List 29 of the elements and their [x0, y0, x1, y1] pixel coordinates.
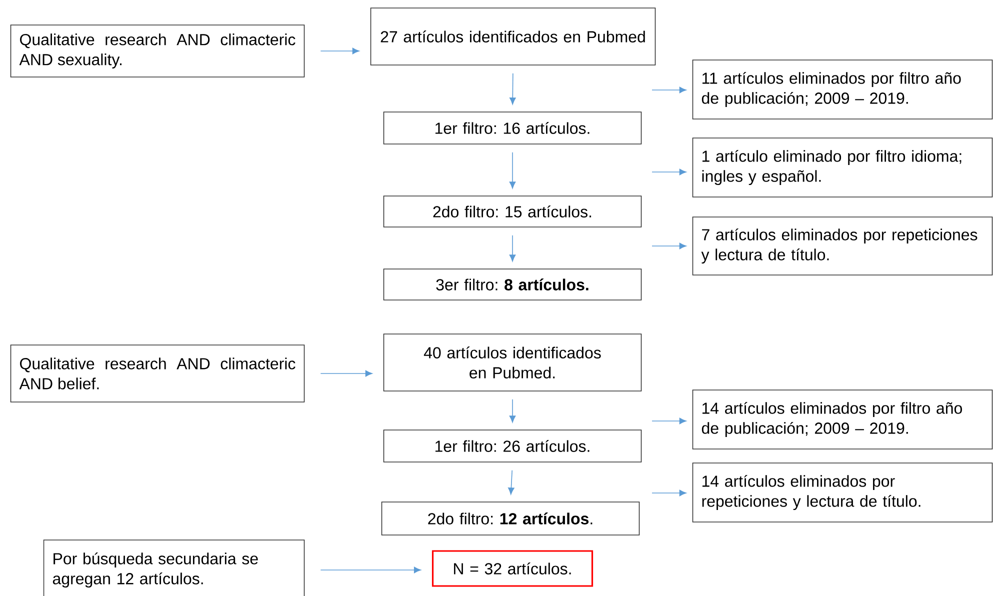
- count-box: 2do filtro: 15 artículos.: [383, 196, 642, 228]
- search-query-box: Qualitative research AND climacteric AND sexuality.: [10, 24, 305, 78]
- excluded-box: 11 artículos eliminados por filtro año de publicación; 2009 – 2019.: [692, 60, 993, 120]
- count-box: 3er filtro: 8 artículos.: [383, 268, 642, 300]
- arrow: [510, 73, 516, 105]
- arrow: [652, 242, 686, 250]
- search-query-box: Por búsqueda secundaria se agregan 12 artículos.: [43, 540, 305, 596]
- arrow: [508, 470, 514, 495]
- excluded-box: 14 artículos eliminados por filtro año de publicación; 2009 – 2019.: [692, 390, 993, 450]
- arrow: [652, 418, 686, 424]
- count-box: 2do filtro: 12 artículos.: [381, 502, 640, 536]
- count-box: 1er filtro: 26 artículos.: [383, 430, 642, 462]
- arrow: [320, 566, 421, 574]
- count-box: 1er filtro: 16 artículos.: [383, 112, 642, 144]
- excluded-box: 1 artículo eliminado por filtro idioma; ingles y español.: [692, 138, 993, 198]
- result-box: N = 32 artículos.: [432, 550, 594, 587]
- arrow: [509, 152, 516, 189]
- arrow: [652, 168, 686, 176]
- arrow: [320, 48, 360, 54]
- count-box: 27 artículos identificados en Pubmed: [370, 8, 656, 66]
- arrow: [509, 399, 516, 423]
- arrow: [320, 370, 372, 377]
- search-query-box: Qualitative research AND climacteric AND belief.: [10, 344, 305, 402]
- excluded-box: 7 artículos eliminados por repeticiones y lectura de título.: [692, 216, 993, 276]
- arrow: [652, 86, 686, 94]
- excluded-box: 14 artículos eliminados por repeticiones y lectura de título.: [692, 462, 993, 522]
- count-box: 40 artículos identificados en Pubmed.: [383, 334, 642, 392]
- arrow: [509, 235, 516, 262]
- arrow: [652, 490, 686, 496]
